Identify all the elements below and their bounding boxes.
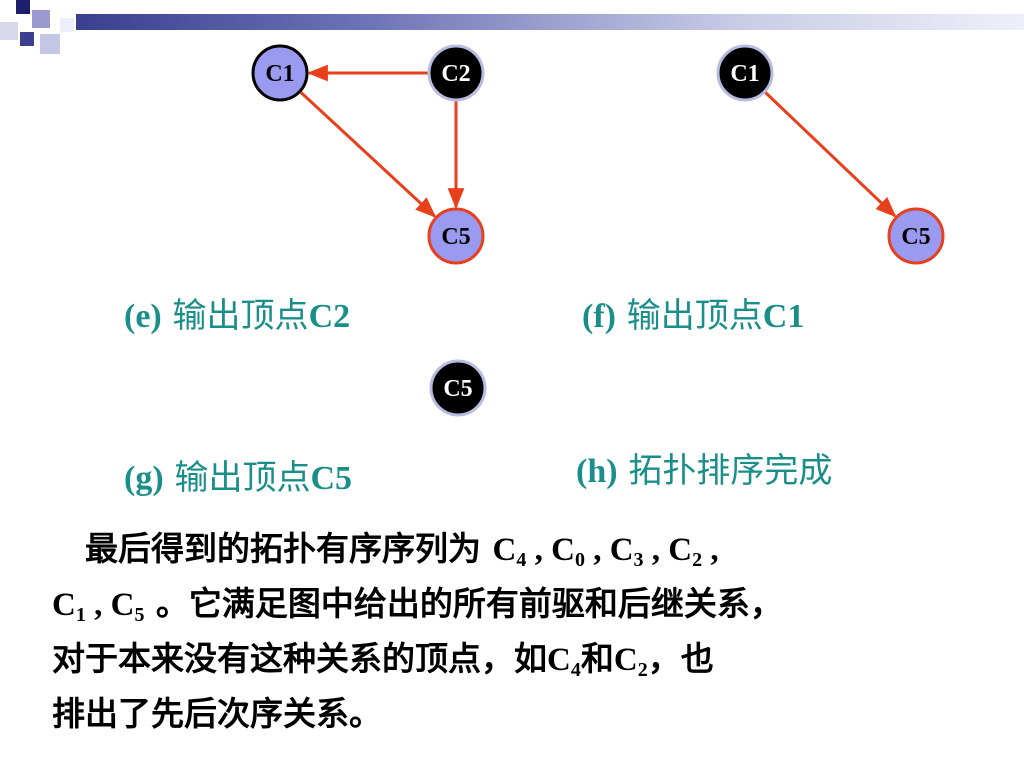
caption-f-vertex: C1 bbox=[762, 298, 805, 335]
subscript: 4 bbox=[570, 659, 581, 681]
node-label: C2 bbox=[441, 61, 470, 87]
subscript: 1 bbox=[75, 604, 86, 626]
separator: , bbox=[643, 532, 669, 568]
paragraph-line-3: 对于本来没有这种关系的顶点，如C4和C2，也 bbox=[52, 632, 1024, 687]
caption-e-vertex: C2 bbox=[308, 298, 351, 335]
vertex-c: C bbox=[551, 532, 575, 568]
node-label: C5 bbox=[901, 224, 930, 250]
vertex-c: C bbox=[547, 642, 571, 678]
subscript: 0 bbox=[574, 549, 585, 571]
paragraph-text-2: 。它满足图中给出的所有前驱和后继关系， bbox=[144, 584, 783, 623]
vertex-c: C bbox=[609, 532, 634, 568]
subscript: 5 bbox=[134, 604, 145, 626]
node-label: C5 bbox=[443, 376, 472, 402]
caption-h-text: 拓扑排序完成 bbox=[617, 451, 833, 491]
explanation-paragraph: 最后得到的拓扑有序序列为 C4 , C0 , C3 , C2 , C1 , C5… bbox=[52, 522, 1024, 741]
subscript: 2 bbox=[637, 659, 648, 681]
graph-g: C5 bbox=[429, 359, 487, 417]
paragraph-line-2: C1 , C5 。它满足图中给出的所有前驱和后继关系， bbox=[52, 577, 1024, 632]
node-label: C1 bbox=[730, 61, 759, 87]
node-circle bbox=[429, 359, 487, 417]
paragraph-text-3: 对于本来没有这种关系的顶点，如 bbox=[52, 639, 547, 678]
separator: , bbox=[702, 532, 719, 568]
header-bar bbox=[76, 14, 1024, 30]
node-c1: C1 bbox=[251, 44, 309, 102]
node-circle bbox=[716, 44, 774, 102]
caption-g: (g) 输出顶点C5 bbox=[124, 450, 352, 499]
node-c1: C1 bbox=[716, 44, 774, 102]
vertex-c: C bbox=[613, 642, 638, 678]
caption-f: (f) 输出顶点C1 bbox=[582, 288, 804, 337]
caption-h-tag: (h) bbox=[576, 453, 618, 490]
vertex-c: C bbox=[492, 532, 517, 568]
node-c5: C5 bbox=[887, 207, 945, 265]
caption-e-tag: (e) bbox=[124, 298, 162, 335]
node-circle bbox=[427, 44, 485, 102]
node-label: C5 bbox=[441, 224, 470, 250]
paragraph-text-6: 排出了先后次序关系。 bbox=[52, 694, 382, 733]
vertex-c: C bbox=[110, 587, 135, 623]
paragraph-text-1: 最后得到的拓扑有序序列为 bbox=[52, 529, 493, 568]
caption-e-text: 输出顶点 bbox=[161, 296, 309, 336]
node-circle bbox=[427, 207, 485, 265]
node-c5: C5 bbox=[429, 359, 487, 417]
node-circle bbox=[887, 207, 945, 265]
separator: , bbox=[584, 532, 610, 568]
edge-c1-to-c5 bbox=[298, 90, 437, 218]
caption-f-text: 输出顶点 bbox=[615, 296, 763, 336]
paragraph-line-4: 排出了先后次序关系。 bbox=[52, 687, 1024, 741]
separator: , bbox=[526, 532, 552, 568]
subscript: 2 bbox=[692, 549, 703, 571]
node-c5: C5 bbox=[427, 207, 485, 265]
caption-f-tag: (f) bbox=[582, 298, 616, 335]
paragraph-text-5: ，也 bbox=[647, 639, 714, 678]
caption-g-text: 输出顶点 bbox=[163, 458, 311, 498]
vertex-c: C bbox=[52, 587, 76, 623]
edge-c1-to-c5 bbox=[763, 90, 897, 218]
paragraph-line-1: 最后得到的拓扑有序序列为 C4 , C0 , C3 , C2 , bbox=[52, 522, 1024, 577]
subscript: 3 bbox=[633, 549, 644, 571]
vertex-c: C bbox=[668, 532, 693, 568]
caption-g-vertex: C5 bbox=[310, 460, 353, 497]
paragraph-text-4: 和 bbox=[580, 639, 614, 678]
node-label: C1 bbox=[265, 61, 294, 87]
caption-g-tag: (g) bbox=[124, 460, 164, 497]
separator: , bbox=[85, 587, 111, 623]
caption-e: (e) 输出顶点C2 bbox=[124, 288, 350, 337]
node-circle bbox=[251, 44, 309, 102]
subscript: 4 bbox=[516, 549, 527, 571]
caption-h: (h) 拓扑排序完成 bbox=[576, 443, 832, 492]
node-c2: C2 bbox=[427, 44, 485, 102]
